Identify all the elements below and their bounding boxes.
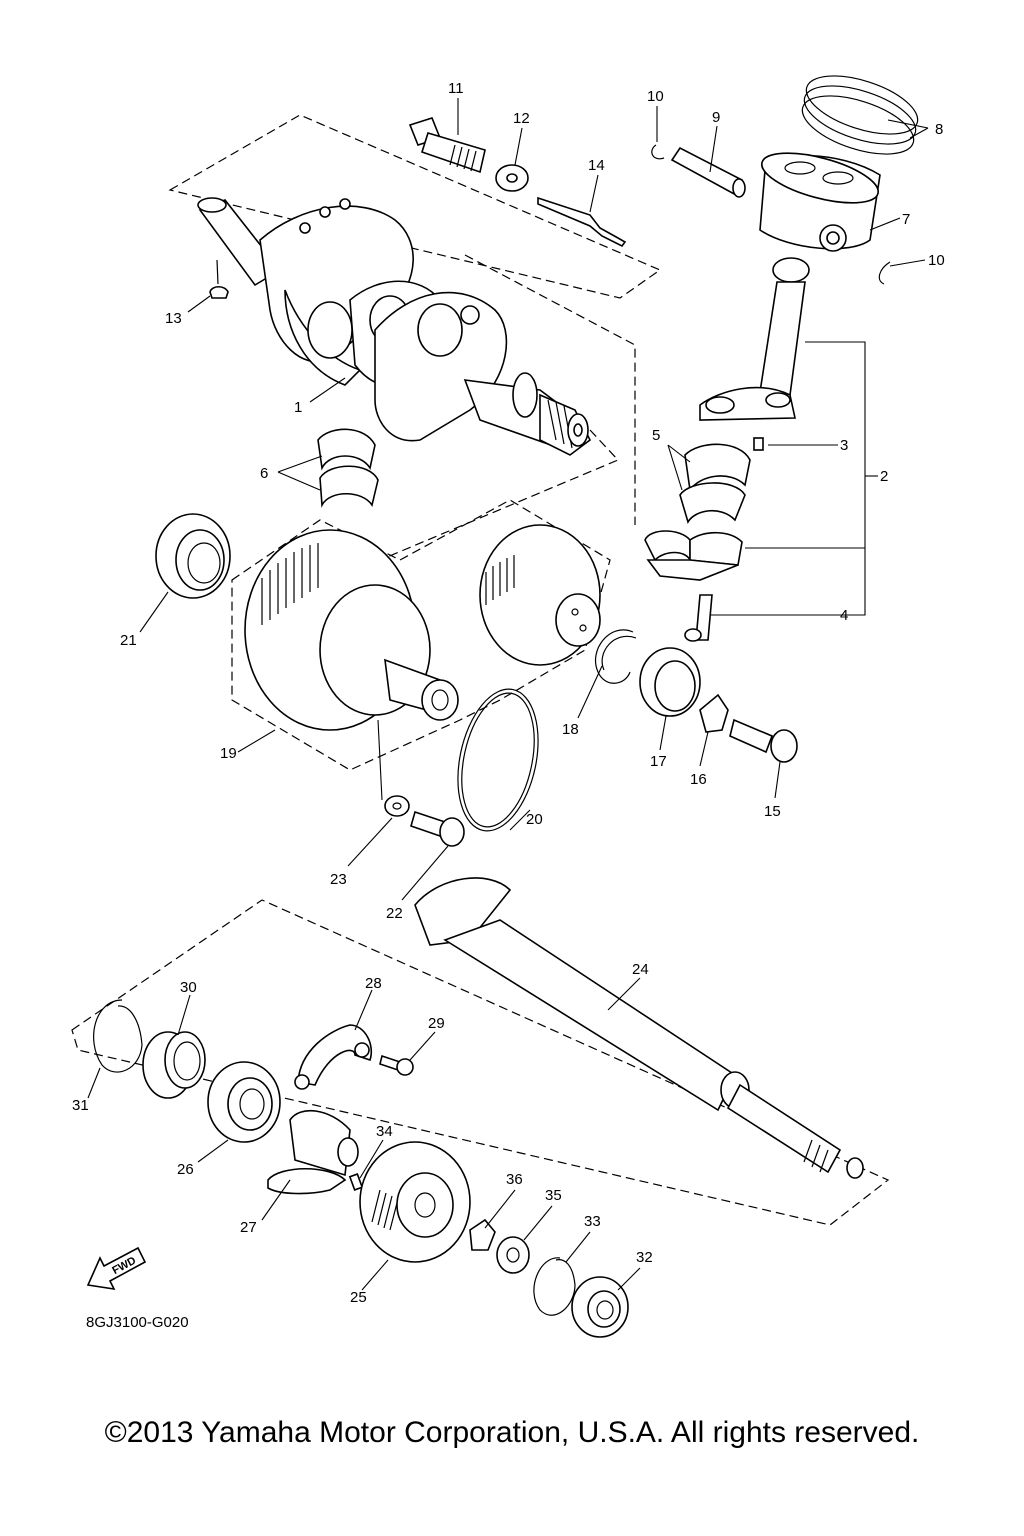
crank-bearing-6	[317, 428, 379, 508]
balancer-shaft-24	[414, 877, 864, 1179]
drive-gear-19	[244, 529, 459, 731]
washer-23	[384, 795, 410, 817]
callout-17: 17	[650, 753, 667, 770]
balancer-gear-25	[359, 1141, 471, 1263]
callout-22: 22	[386, 905, 403, 922]
drawing-code: 8GJ3100-G020	[86, 1314, 189, 1331]
rod-pin-3	[753, 437, 764, 451]
callout-8: 8	[935, 121, 943, 138]
callout-labels: 1 2 3 4 5 6 7 8 9 10 10 11 12 13 14 15 1…	[72, 80, 945, 1306]
crank-end-guide	[379, 429, 620, 561]
fwd-arrow-icon: FWD	[86, 1246, 147, 1291]
bolt-15	[729, 718, 798, 763]
callout-3: 3	[840, 437, 848, 454]
copyright-notice: ©2013 Yamaha Motor Corporation, U.S.A. A…	[104, 1416, 920, 1449]
bearing-32	[571, 1276, 629, 1338]
piston-rings	[801, 75, 919, 155]
callout-2: 2	[880, 468, 888, 485]
bolt-11	[408, 117, 486, 174]
callout-31: 31	[72, 1097, 89, 1114]
bearing-26	[207, 1061, 281, 1143]
callout-34: 34	[376, 1123, 393, 1140]
rod-cap	[644, 530, 743, 581]
washer-12	[495, 164, 529, 192]
callout-35: 35	[545, 1187, 562, 1204]
balancer-weight-27	[267, 1109, 359, 1195]
bearing-17	[639, 647, 701, 717]
callout-21: 21	[120, 632, 137, 649]
retainer-plate-28	[294, 1024, 372, 1090]
screw-29	[379, 1054, 414, 1076]
callout-4: 4	[840, 607, 848, 624]
piston-7	[759, 152, 881, 252]
callout-7: 7	[902, 211, 910, 228]
connecting-rod	[699, 257, 810, 421]
nut-35	[496, 1236, 530, 1274]
callout-27: 27	[240, 1219, 257, 1236]
callout-33: 33	[584, 1213, 601, 1230]
callout-16: 16	[690, 771, 707, 788]
callout-29: 29	[428, 1015, 445, 1032]
callout-1: 1	[294, 399, 302, 416]
bolt-22	[410, 810, 465, 847]
leader-lines	[87, 98, 929, 1291]
pin-34	[348, 1173, 364, 1191]
callout-10b: 10	[928, 252, 945, 269]
crankshaft	[197, 197, 592, 456]
bearing-21	[155, 513, 231, 599]
callout-13: 13	[165, 310, 182, 327]
driven-gear	[479, 524, 601, 666]
o-ring-20	[457, 688, 539, 832]
callout-11: 11	[448, 80, 464, 97]
callout-20: 20	[526, 811, 543, 828]
callout-9: 9	[712, 109, 720, 126]
callout-36: 36	[506, 1171, 523, 1188]
gear-group-outline	[231, 499, 611, 771]
oil-pipe-14	[537, 196, 627, 248]
callout-5: 5	[652, 427, 660, 444]
callout-19: 19	[220, 745, 237, 762]
callout-15: 15	[764, 803, 781, 820]
lock-washer-36	[469, 1218, 496, 1251]
crankshaft-group-outline	[168, 114, 662, 299]
parts-diagram: FWD 8GJ3100-G020	[71, 75, 945, 1338]
bearing-30	[142, 1031, 206, 1099]
circlip-33	[533, 1257, 576, 1316]
callout-6: 6	[260, 465, 268, 482]
callout-28: 28	[365, 975, 382, 992]
lock-washer-16	[699, 693, 729, 733]
circlip-10-left	[651, 144, 665, 160]
circlip-18	[594, 629, 637, 684]
callout-25: 25	[350, 1289, 367, 1306]
bearing-5	[679, 443, 751, 524]
rod-bolt-4	[684, 594, 713, 642]
callout-24: 24	[632, 961, 649, 978]
callout-14: 14	[588, 157, 605, 174]
callout-10a: 10	[647, 88, 664, 105]
callout-26: 26	[177, 1161, 194, 1178]
callout-30: 30	[180, 979, 197, 996]
piston-pin-9	[670, 146, 746, 198]
callout-32: 32	[636, 1249, 653, 1266]
callout-18: 18	[562, 721, 579, 738]
balancer-group-outline	[71, 899, 890, 1226]
circlip-10-right	[878, 261, 891, 285]
callout-23: 23	[330, 871, 347, 888]
woodruff-key	[209, 285, 229, 299]
callout-12: 12	[513, 110, 530, 127]
crank-journal-guide	[464, 254, 636, 525]
circlip-31	[93, 999, 143, 1073]
